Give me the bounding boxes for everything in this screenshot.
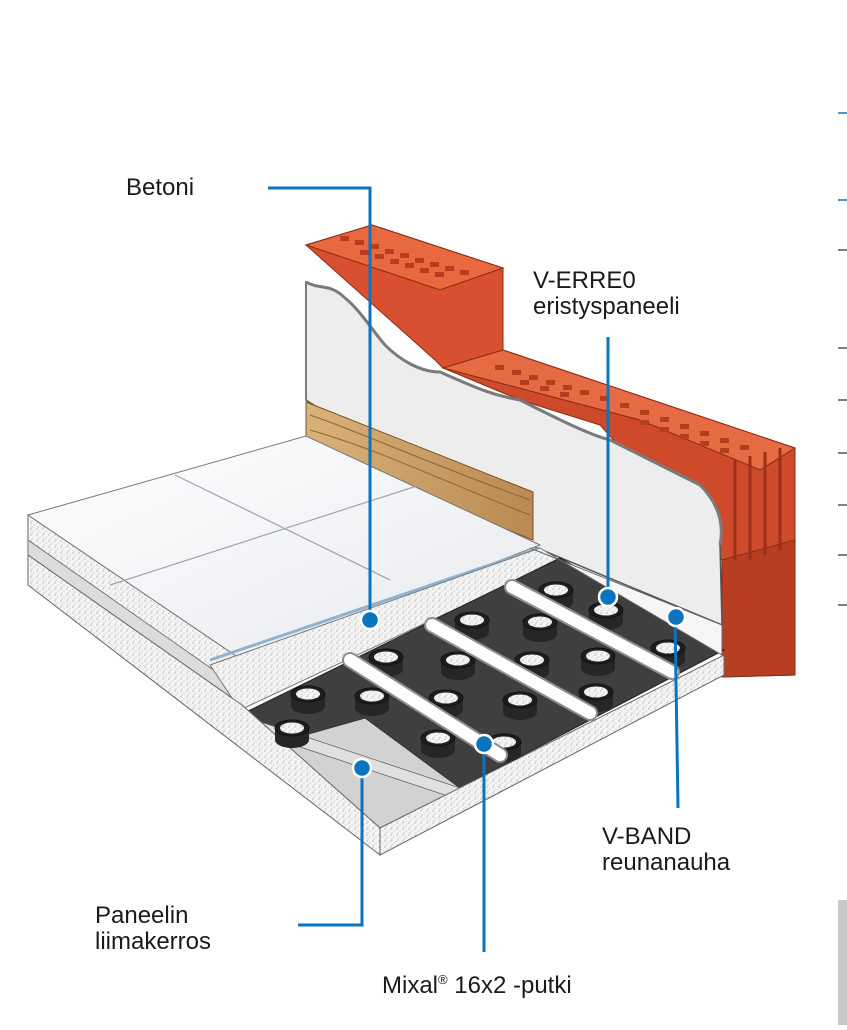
callout-dot-verreo (597, 586, 619, 608)
panel-stud (428, 689, 464, 718)
wood-skirting (305, 401, 534, 541)
label-verreo: V-ERRE0 eristyspaneeli (533, 267, 680, 320)
callout-dot-vband (665, 606, 687, 628)
panel-stud (522, 613, 558, 642)
callout-dot-mixal (473, 733, 495, 755)
panel-stud (354, 687, 390, 716)
pipe-2 (424, 617, 598, 721)
panel-stud (290, 685, 326, 714)
label-betoni: Betoni (126, 174, 195, 201)
callouts (268, 186, 680, 952)
callout-line-betoni (268, 186, 372, 620)
panel-stud (420, 729, 456, 758)
tile-slab (26, 435, 542, 706)
panel-stud (368, 648, 404, 677)
label-vband: V-BAND reunanauha (602, 823, 731, 876)
callout-dots (351, 586, 687, 779)
label-mixal: Mixal® 16x2 -putki (382, 972, 572, 999)
callout-line-paneelin (298, 768, 364, 927)
plaster-wall (305, 280, 723, 627)
label-paneelin: Paneelin liimakerros (95, 902, 212, 955)
brick-wall (304, 224, 797, 678)
pipe-3 (504, 579, 680, 680)
panel-stud (274, 719, 310, 748)
callout-line-vband (673, 616, 680, 809)
panel-stud (502, 691, 538, 720)
edge-photo-fragment (838, 900, 847, 1025)
callout-dot-paneelin (351, 757, 373, 779)
edge-fragments (838, 112, 847, 606)
panel-stud (440, 651, 476, 680)
panel-stud (580, 647, 616, 676)
callout-dot-betoni (359, 609, 381, 631)
